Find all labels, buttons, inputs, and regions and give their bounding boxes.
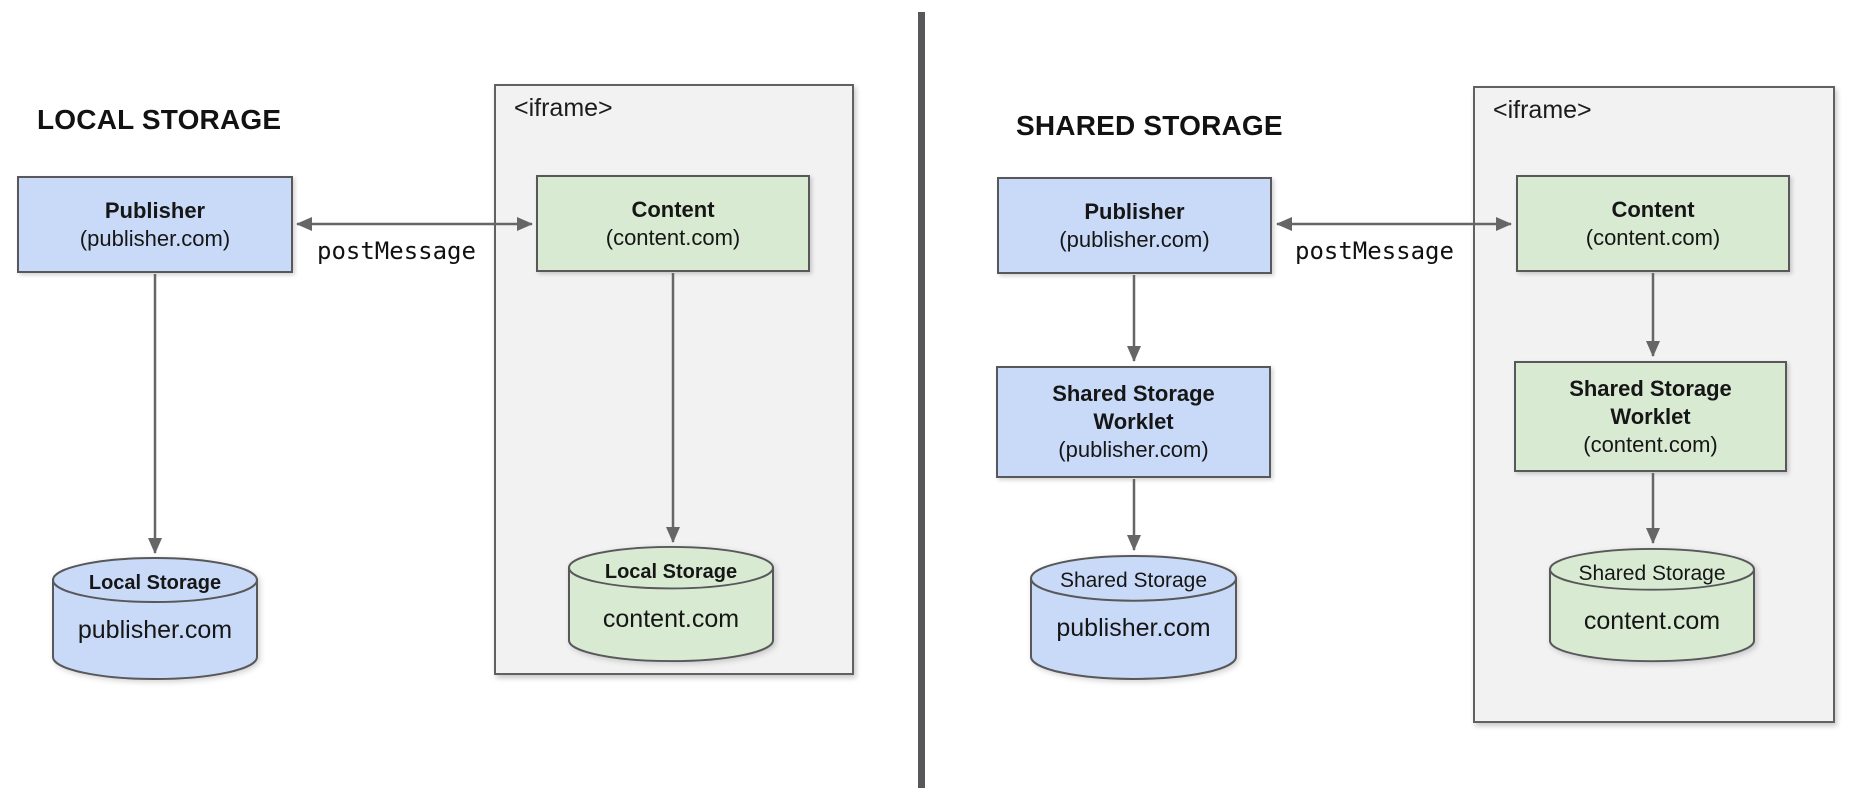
cylinder-label: Local Storage	[88, 572, 222, 594]
storage-cylinder-publisher-shared: Shared Storage publisher.com	[1030, 555, 1237, 681]
content-box-origin: (content.com)	[1585, 224, 1721, 250]
iframe-label-local: <iframe>	[514, 94, 613, 122]
publisher-box-title: Publisher	[1084, 198, 1185, 224]
shared-storage-worklet-box-publisher: Shared Storage Worklet (publisher.com)	[996, 366, 1271, 478]
panel-title-local-storage: LOCAL STORAGE	[37, 104, 282, 135]
storage-cylinder-content-local: Local Storage content.com	[568, 546, 774, 663]
publisher-box-title: Publisher	[104, 197, 206, 223]
postmessage-label-shared: postMessage	[1295, 237, 1454, 265]
cylinder-domain: publisher.com	[77, 616, 233, 644]
worklet-box-origin: (publisher.com)	[1058, 437, 1209, 462]
shared-storage-worklet-box-content: Shared Storage Worklet (content.com)	[1514, 361, 1787, 472]
cylinder-domain: content.com	[1583, 607, 1721, 635]
content-box-title: Content	[1611, 196, 1695, 222]
publisher-box-origin: (publisher.com)	[1059, 226, 1210, 252]
panel-title-shared-storage: SHARED STORAGE	[1016, 110, 1283, 141]
publisher-box-origin: (publisher.com)	[79, 225, 231, 251]
cylinder-shape	[1549, 548, 1755, 663]
cylinder-label: Shared Storage	[1578, 562, 1726, 585]
content-box-title: Content	[631, 196, 715, 222]
worklet-box-title: Shared Storage Worklet	[1052, 381, 1215, 434]
cylinder-shape	[568, 546, 774, 663]
worklet-box-origin: (content.com)	[1583, 431, 1718, 457]
cylinder-domain: publisher.com	[1056, 614, 1211, 642]
cylinder-label: Local Storage	[604, 561, 738, 583]
publisher-box-shared: Publisher (publisher.com)	[997, 177, 1272, 274]
storage-cylinder-content-shared: Shared Storage content.com	[1549, 548, 1755, 663]
cylinder-domain: content.com	[602, 605, 740, 633]
content-box-shared: Content (content.com)	[1516, 175, 1790, 272]
worklet-box-title: Shared Storage Worklet	[1569, 375, 1732, 429]
content-box-origin: (content.com)	[605, 224, 741, 250]
publisher-box-local: Publisher (publisher.com)	[17, 176, 293, 273]
content-box-local: Content (content.com)	[536, 175, 810, 272]
cylinder-shape	[52, 557, 258, 680]
iframe-label-shared: <iframe>	[1493, 96, 1592, 124]
cylinder-shape	[1030, 555, 1237, 680]
panel-divider	[918, 12, 925, 788]
storage-cylinder-publisher-local: Local Storage publisher.com	[52, 557, 258, 681]
postmessage-label-local: postMessage	[317, 237, 476, 265]
cylinder-label: Shared Storage	[1059, 569, 1208, 592]
